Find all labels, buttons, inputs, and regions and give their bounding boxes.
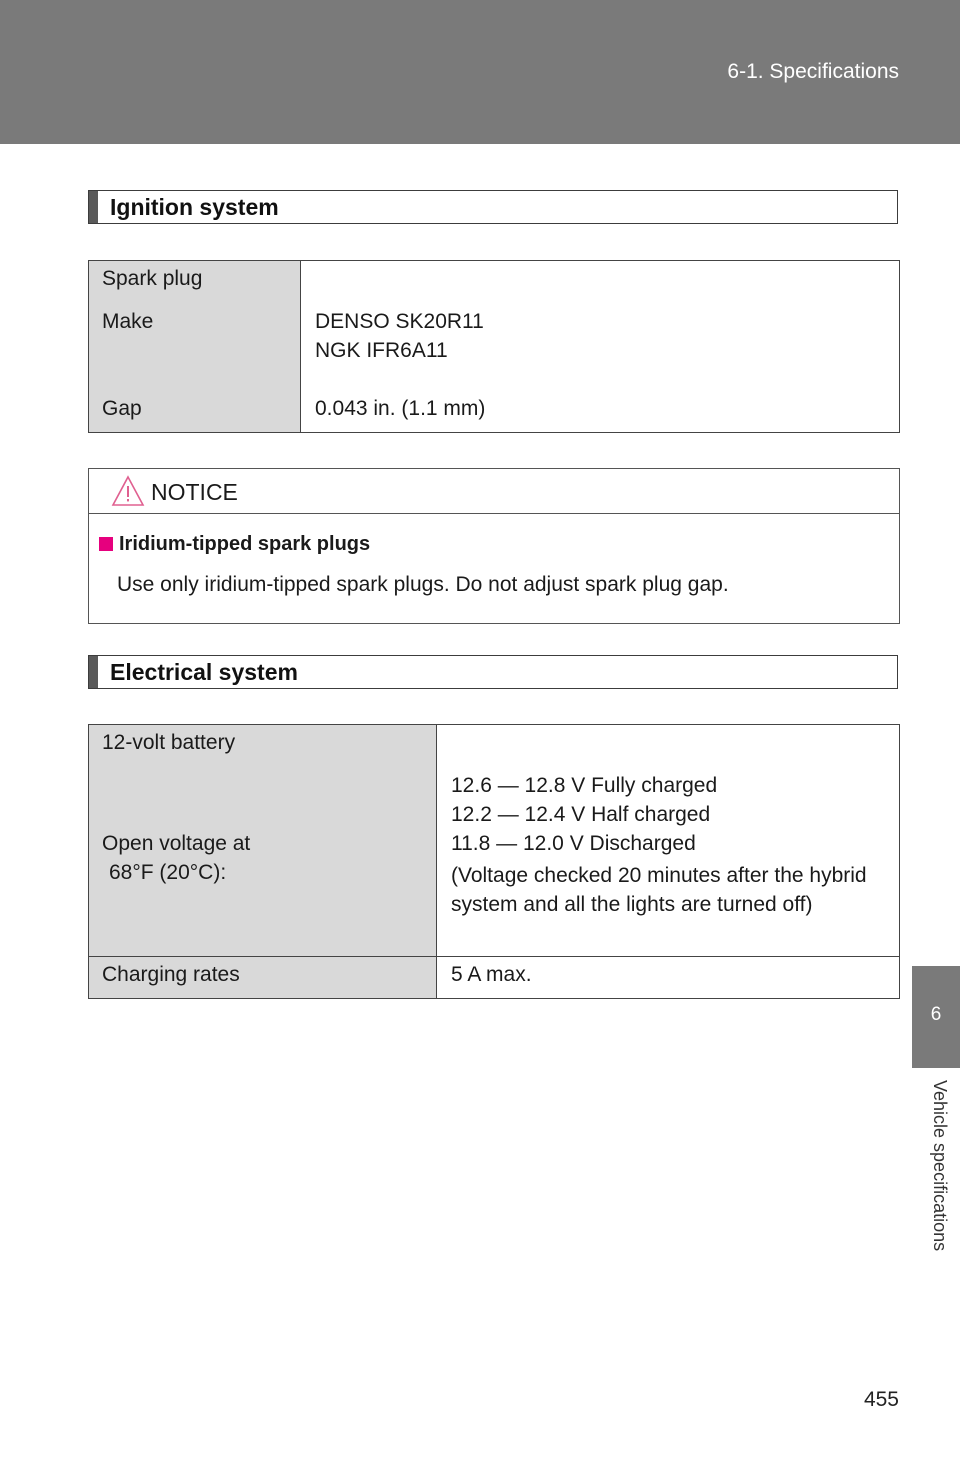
battery-label: 12-volt battery (102, 731, 236, 754)
square-bullet-icon (99, 537, 113, 551)
electrical-section-heading: Electrical system (88, 655, 898, 689)
battery-value-cell: 12.6 — 12.8 V Fully charged 12.2 — 12.4 … (436, 724, 900, 957)
ignition-section-heading: Ignition system (88, 190, 898, 224)
notice-title: NOTICE (151, 479, 238, 505)
charging-label: Charging rates (102, 963, 240, 986)
heading-bar (89, 656, 98, 688)
heading-bar (89, 191, 98, 223)
page-header-title: 6-1. Specifications (727, 60, 899, 83)
voltage-discharged: 11.8 — 12.0 V Discharged (451, 832, 696, 855)
ignition-value-cell: DENSO SK20R11 NGK IFR6A11 0.043 in. (1.1… (300, 260, 900, 433)
electrical-heading-text: Electrical system (110, 659, 298, 685)
notice-body: Use only iridium-tipped spark plugs. Do … (117, 573, 729, 596)
voltage-half-charged: 12.2 — 12.4 V Half charged (451, 803, 711, 826)
ignition-label-cell: Spark plug Make Gap (88, 260, 301, 433)
make-value-ngk: NGK IFR6A11 (315, 339, 448, 362)
make-label: Make (102, 310, 154, 333)
chapter-tab[interactable]: 6 (912, 966, 960, 1068)
notice-subheading-text: Iridium-tipped spark plugs (119, 533, 371, 555)
chapter-label: Vehicle specifications (930, 1080, 950, 1252)
charging-value-cell: 5 A max. (436, 956, 900, 999)
voltage-fully-charged: 12.6 — 12.8 V Fully charged (451, 774, 718, 797)
charging-label-cell: Charging rates (88, 956, 437, 999)
notice-box: NOTICE Iridium-tipped spark plugs Use on… (88, 468, 900, 624)
battery-label-cell: 12-volt battery Open voltage at 68°F (20… (88, 724, 437, 957)
open-voltage-temp-label: 68°F (20°C): (109, 861, 227, 884)
charging-value: 5 A max. (451, 963, 532, 986)
spark-plug-label: Spark plug (102, 267, 203, 290)
gap-value: 0.043 in. (1.1 mm) (315, 397, 486, 420)
make-value-denso: DENSO SK20R11 (315, 310, 484, 333)
page-header: 6-1. Specifications (0, 0, 960, 144)
gap-label: Gap (102, 397, 142, 420)
warning-triangle-icon (111, 475, 145, 512)
electrical-spec-table: 12-volt battery Open voltage at 68°F (20… (88, 724, 900, 999)
chapter-number: 6 (930, 1004, 942, 1025)
ignition-spec-table: Spark plug Make Gap DENSO SK20R11 NGK IF… (88, 260, 900, 433)
notice-header: NOTICE (89, 469, 899, 514)
ignition-heading-text: Ignition system (110, 194, 279, 220)
page-number: 455 (863, 1388, 899, 1411)
voltage-note: (Voltage checked 20 minutes after the hy… (451, 864, 867, 916)
open-voltage-label: Open voltage at (102, 832, 251, 855)
notice-subheading: Iridium-tipped spark plugs (99, 533, 370, 556)
